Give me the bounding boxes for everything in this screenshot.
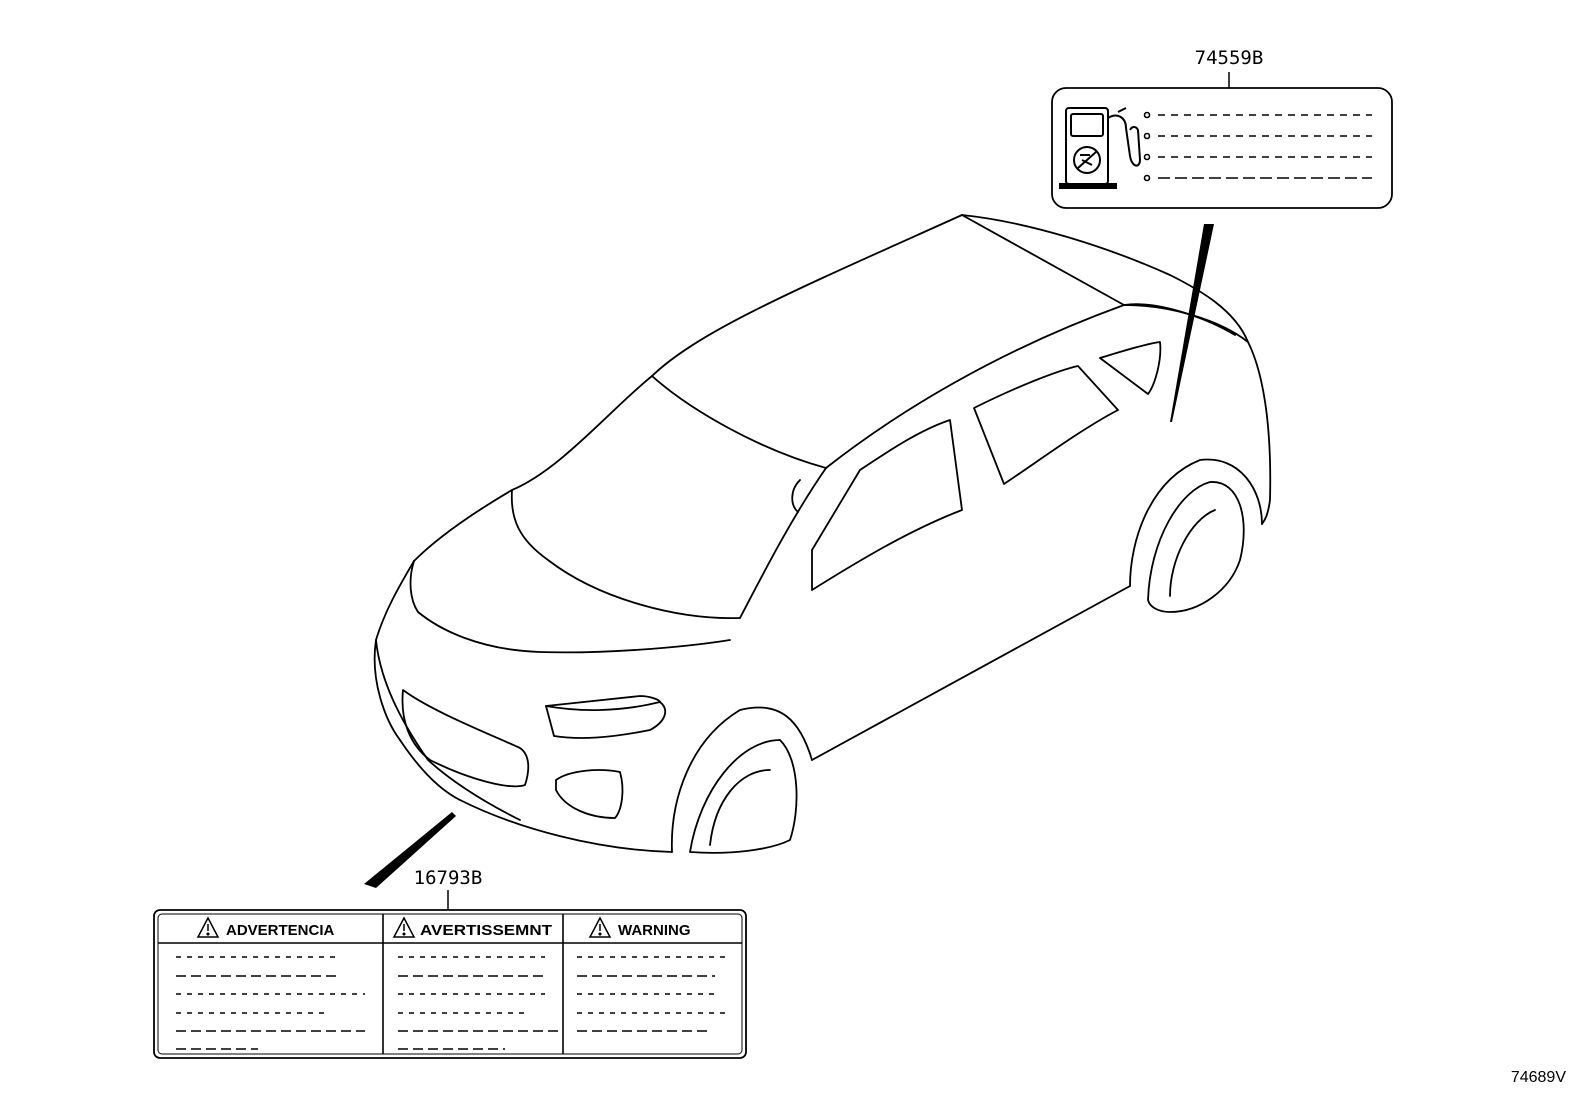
warning-triangle-icon — [196, 916, 220, 938]
fuel-label-frame — [1051, 87, 1393, 209]
leader-pointer-fuel — [1170, 224, 1214, 422]
fuel-pump-icon — [1059, 107, 1142, 189]
leader-pointer-warning — [364, 812, 456, 888]
fuel-label-text-lines — [1143, 111, 1372, 182]
warning-label-frame — [153, 909, 747, 1059]
diagram-reference-code: 74689V — [1511, 1069, 1566, 1086]
fuel-bullet — [1143, 111, 1151, 119]
warning-label-inner-frame — [157, 913, 743, 1055]
warning-column-header-french: AVERTISSEMNT — [420, 922, 552, 939]
fuel-bullet — [1143, 153, 1151, 161]
warning-triangle-icon — [588, 916, 612, 938]
fuel-bullet — [1143, 174, 1151, 182]
warning-triangle-icon — [392, 916, 416, 938]
warning-column-header-english: WARNING — [618, 922, 691, 939]
fuel-bullet — [1143, 132, 1151, 140]
warning-column-text-lines — [176, 956, 728, 1050]
car-outline — [373, 214, 1272, 854]
warning-label-part-number: 16793B — [414, 867, 483, 889]
fuel-label-part-number: 74559B — [1195, 47, 1264, 69]
warning-column-header-spanish: ADVERTENCIA — [226, 922, 335, 939]
